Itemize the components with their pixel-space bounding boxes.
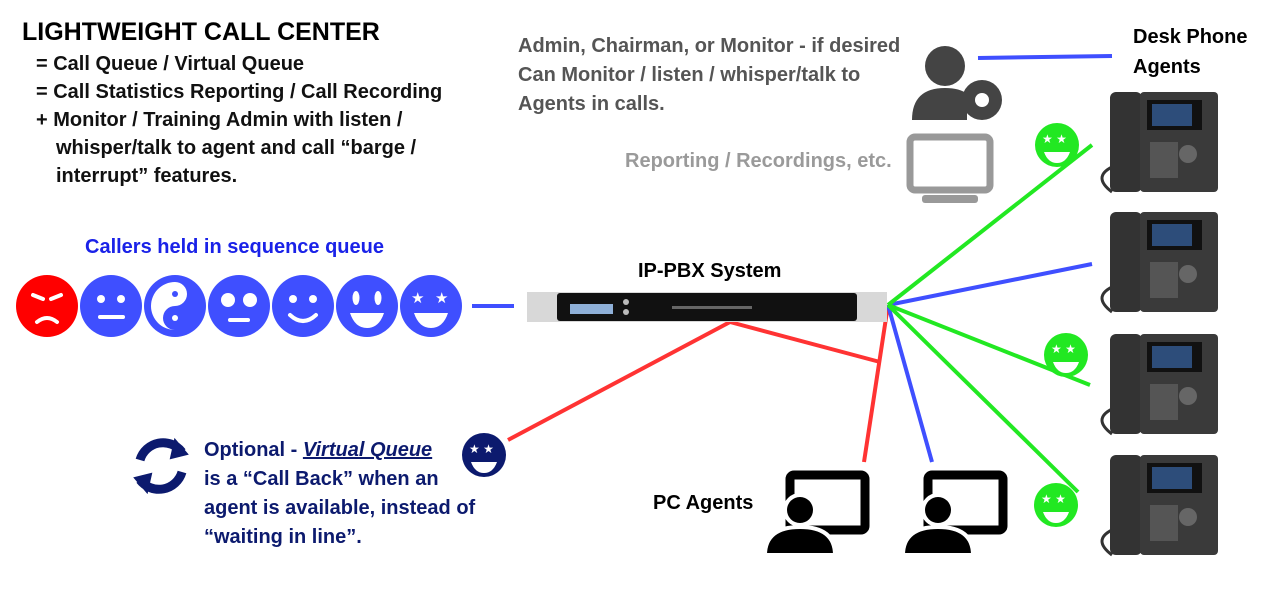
feature-line: = Call Queue / Virtual Queue: [36, 53, 305, 75]
svg-text:★ ★: ★ ★: [1051, 342, 1076, 356]
neutral-face-icon: [80, 275, 142, 337]
star-struck-face-icon: ★★: [400, 275, 462, 337]
pc-agents-label: PC Agents: [653, 492, 754, 514]
svg-text:★ ★: ★ ★: [1041, 492, 1066, 506]
svg-text:★: ★: [411, 290, 424, 307]
link-red: [507, 320, 731, 442]
feature-line: interrupt” features.: [56, 165, 238, 187]
grin-face-icon: [336, 275, 398, 337]
svg-text:★ ★: ★ ★: [469, 442, 494, 456]
desk-phone-icon: [1100, 455, 1218, 557]
link-green: [886, 303, 1080, 494]
angry-face-icon: [16, 275, 78, 337]
eye-roll-face-icon: [208, 275, 270, 337]
link-green: [886, 143, 1094, 307]
feature-line: whisper/talk to agent and call “barge /: [56, 137, 417, 159]
green-star-face-icon: ★ ★: [1035, 123, 1079, 167]
green-star-face-icon: ★ ★: [1034, 483, 1078, 527]
green-star-face-icon: ★ ★: [1044, 333, 1088, 377]
desk-phone-icon: [1100, 92, 1218, 194]
svg-text:★ ★: ★ ★: [1042, 132, 1067, 146]
desk-phone-icon: [1100, 334, 1218, 436]
callers-label: Callers held in sequence queue: [85, 236, 384, 258]
smile-face-icon: [272, 275, 334, 337]
feature-line: + Monitor / Training Admin with listen /: [36, 109, 403, 131]
feature-line: = Call Statistics Reporting / Call Recor…: [36, 81, 443, 103]
refresh-icon: [133, 437, 189, 495]
yin-yang-icon: [144, 275, 206, 337]
link-blue: [887, 262, 1093, 307]
pc-agent-icon: [762, 470, 870, 557]
navy-star-face-icon: ★ ★: [462, 433, 506, 477]
reporting-label: Reporting / Recordings, etc.: [625, 150, 892, 172]
desk-phone-icon: [1100, 212, 1218, 314]
link-blue: [886, 304, 934, 463]
monitor-icon: [906, 133, 994, 203]
ip-pbx-device-icon: [527, 292, 887, 322]
admin-gear-icon: [912, 46, 1002, 120]
link-red: [862, 304, 890, 463]
svg-text:★: ★: [435, 290, 448, 307]
pc-agent-icon: [900, 470, 1008, 557]
link-blue: [977, 54, 1113, 60]
pbx-label: IP-PBX System: [638, 260, 782, 282]
page-title: LIGHTWEIGHT CALL CENTER: [22, 18, 380, 46]
link-red: [729, 320, 881, 364]
caller-queue: ★★: [16, 275, 462, 337]
admin-label: Admin, Chairman, or Monitor - if desired…: [518, 35, 901, 115]
